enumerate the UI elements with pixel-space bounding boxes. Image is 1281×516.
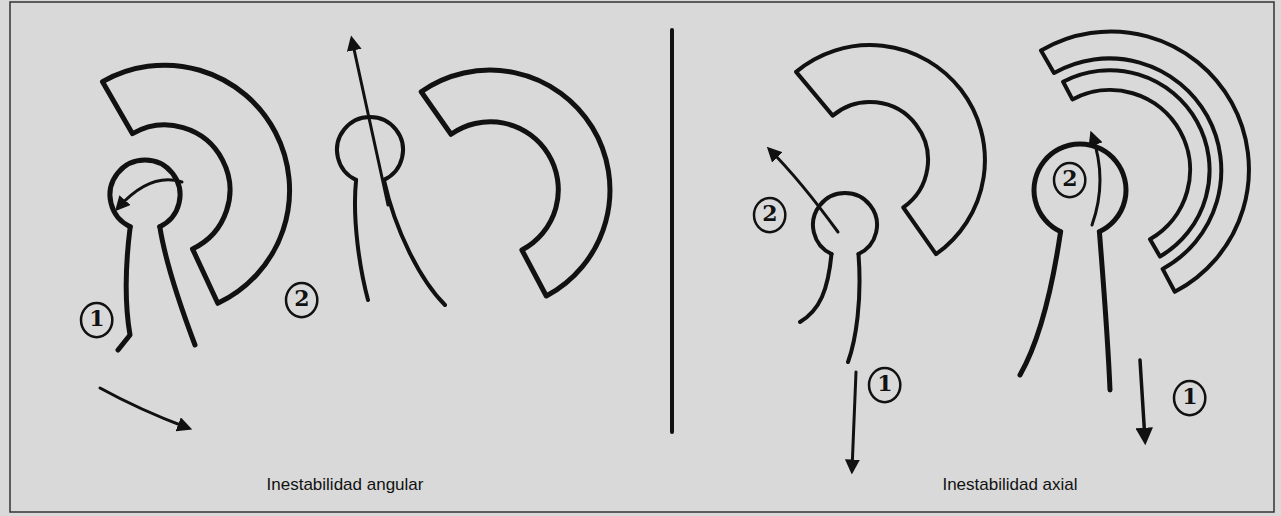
- callout-circle: 1: [867, 366, 902, 404]
- caption: Inestabilidad axial: [942, 475, 1077, 494]
- humeral-head: [813, 193, 877, 254]
- humeral-neck: [160, 227, 195, 345]
- frame: [10, 2, 1274, 512]
- humeral-neck: [1020, 232, 1061, 375]
- divider-line: [670, 30, 674, 432]
- callout-circle: 2: [284, 281, 319, 319]
- caption: Inestabilidad angular: [267, 475, 424, 494]
- displacement-arrow: [1092, 135, 1100, 225]
- traction-arrow: [852, 372, 856, 470]
- callout-number: 2: [284, 281, 319, 315]
- humeral-neck: [384, 180, 445, 305]
- glenoid-liner: [1063, 70, 1209, 256]
- callout-number: 1: [79, 301, 114, 335]
- callout-circle: 1: [79, 301, 114, 339]
- callout-number: 1: [867, 366, 902, 400]
- callout-number: 2: [1052, 161, 1087, 195]
- humeral-head: [1034, 144, 1126, 232]
- glenoid-cup: [1041, 31, 1249, 291]
- rotation-arrow: [100, 388, 188, 428]
- glenoid-cup: [103, 65, 290, 303]
- humeral-neck: [848, 254, 860, 362]
- glenoid-cup: [796, 45, 985, 254]
- humeral-neck: [800, 254, 832, 322]
- callout-number: 2: [752, 196, 787, 230]
- displacement-arrow: [770, 150, 838, 232]
- humeral-neck: [1099, 232, 1110, 390]
- caption-box: Inestabilidad angular: [267, 475, 424, 495]
- caption-box: Inestabilidad axial: [942, 475, 1077, 495]
- displacement-arrow: [352, 40, 388, 205]
- humeral-neck: [355, 180, 368, 300]
- humeral-neck: [118, 227, 130, 350]
- callout-number: 1: [1172, 379, 1207, 413]
- callout-circle: 2: [1052, 161, 1087, 199]
- glenoid-cup: [421, 70, 610, 296]
- callout-circle: 1: [1172, 379, 1207, 417]
- rotation-arrow: [118, 180, 182, 208]
- traction-arrow: [1140, 360, 1145, 440]
- humeral-head: [110, 160, 180, 227]
- callout-circle: 2: [752, 196, 787, 234]
